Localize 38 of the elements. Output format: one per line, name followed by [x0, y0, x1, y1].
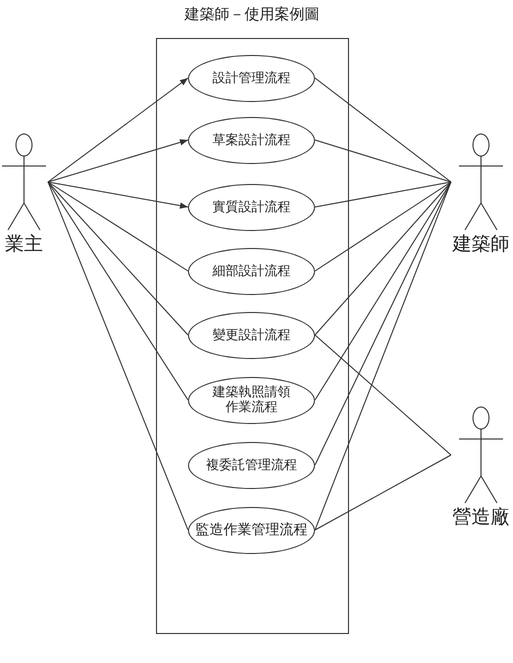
use-case-ellipse: [188, 248, 315, 294]
use-case-label: 草案設計流程: [212, 132, 290, 148]
association-line: [314, 454, 452, 530]
use-case-label: 實質設計流程: [212, 200, 290, 214]
use-case-label: 細部設計流程: [212, 264, 290, 278]
use-case-label: 建築執照請領作業流程: [212, 385, 292, 415]
arrow: [48, 139, 188, 182]
association-line: [314, 334, 452, 456]
association-line: [314, 182, 452, 466]
use-case-ellipse: [188, 184, 315, 230]
association-line: [314, 182, 452, 400]
use-case-ellipse: [188, 376, 315, 424]
arrow: [48, 182, 188, 209]
diagram-title: 建築師－使用案例圖: [184, 4, 320, 24]
association-line: [314, 182, 452, 272]
association-line: [314, 182, 452, 208]
association-line: [48, 182, 188, 400]
system-boundary: [156, 38, 349, 634]
association-line: [314, 78, 452, 182]
use-case-label: 監造作業管理流程: [196, 522, 308, 538]
use-case-label: 複委託管理流程: [206, 458, 297, 472]
use-case-ellipse: [188, 506, 315, 554]
arrow: [48, 78, 188, 182]
association-line: [48, 182, 188, 530]
association-line: [48, 182, 188, 336]
use-case-label: 設計管理流程: [212, 70, 290, 86]
use-case-ellipse: [188, 312, 315, 358]
use-case-ellipse: [188, 54, 315, 102]
actor-name: 業主: [5, 233, 43, 255]
use-case-ellipse: [188, 116, 315, 164]
actor-name: 建築師: [452, 233, 510, 255]
use-case-ellipse: [188, 442, 315, 488]
association-line: [314, 182, 452, 530]
use-case-label: 變更設計流程: [212, 328, 290, 342]
association-line: [314, 182, 452, 336]
association-line: [314, 140, 452, 182]
association-line: [48, 182, 188, 272]
actor-name: 營造廠: [452, 506, 510, 528]
